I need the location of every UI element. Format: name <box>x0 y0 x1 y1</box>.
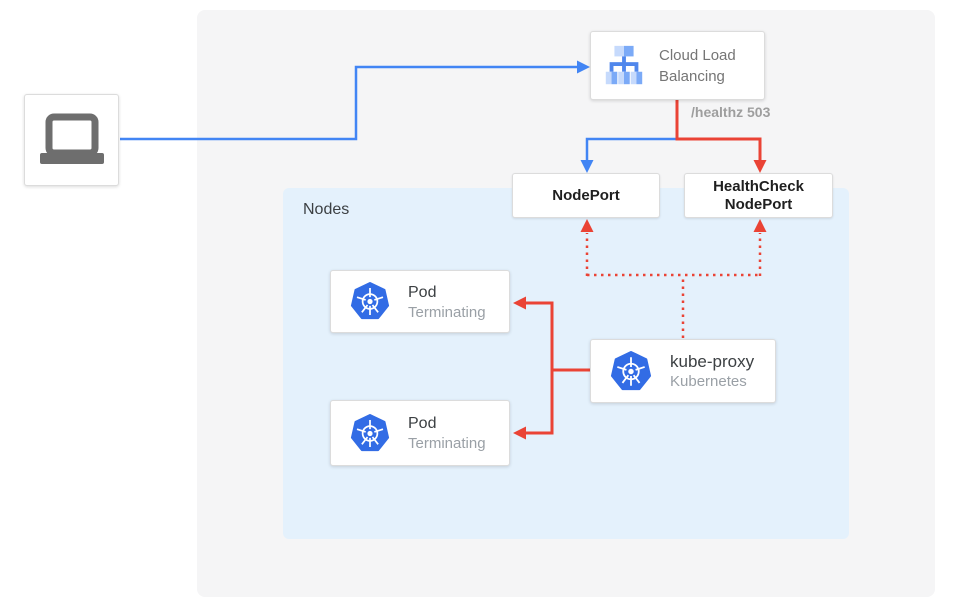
client-card <box>24 94 119 186</box>
laptop-icon <box>39 113 104 164</box>
cloud-load-balancing-label: Cloud Load Balancing <box>659 46 736 85</box>
pod-title: Pod <box>408 283 437 301</box>
kube-proxy-card: kube-proxy Kubernetes <box>590 339 776 403</box>
kubernetes-icon <box>350 413 390 451</box>
kube-proxy-subtitle: Kubernetes <box>670 373 747 390</box>
pod-title: Pod <box>408 415 437 432</box>
pod-card: Pod Terminating <box>330 400 510 466</box>
pod-card: Pod Terminating <box>330 270 510 333</box>
healthcheck-nodeport-label: HealthCheck NodePort <box>713 177 804 213</box>
kubernetes-icon <box>350 282 390 320</box>
nodes-label: Nodes <box>303 201 350 218</box>
nodeport-label: NodePort <box>552 186 620 204</box>
kube-proxy-title: kube-proxy <box>670 352 755 371</box>
pod-status: Terminating <box>408 435 486 452</box>
pod-status: Terminating <box>408 303 486 321</box>
nodeport-card: NodePort <box>512 173 660 218</box>
cloud-load-balancing-icon <box>605 45 643 84</box>
healthcheck-nodeport-card: HealthCheck NodePort <box>684 173 833 218</box>
kubernetes-icon <box>610 350 652 390</box>
cloud-load-balancing-card: Cloud Load Balancing <box>590 31 765 100</box>
healthz-status-label: /healthz 503 <box>691 104 771 120</box>
